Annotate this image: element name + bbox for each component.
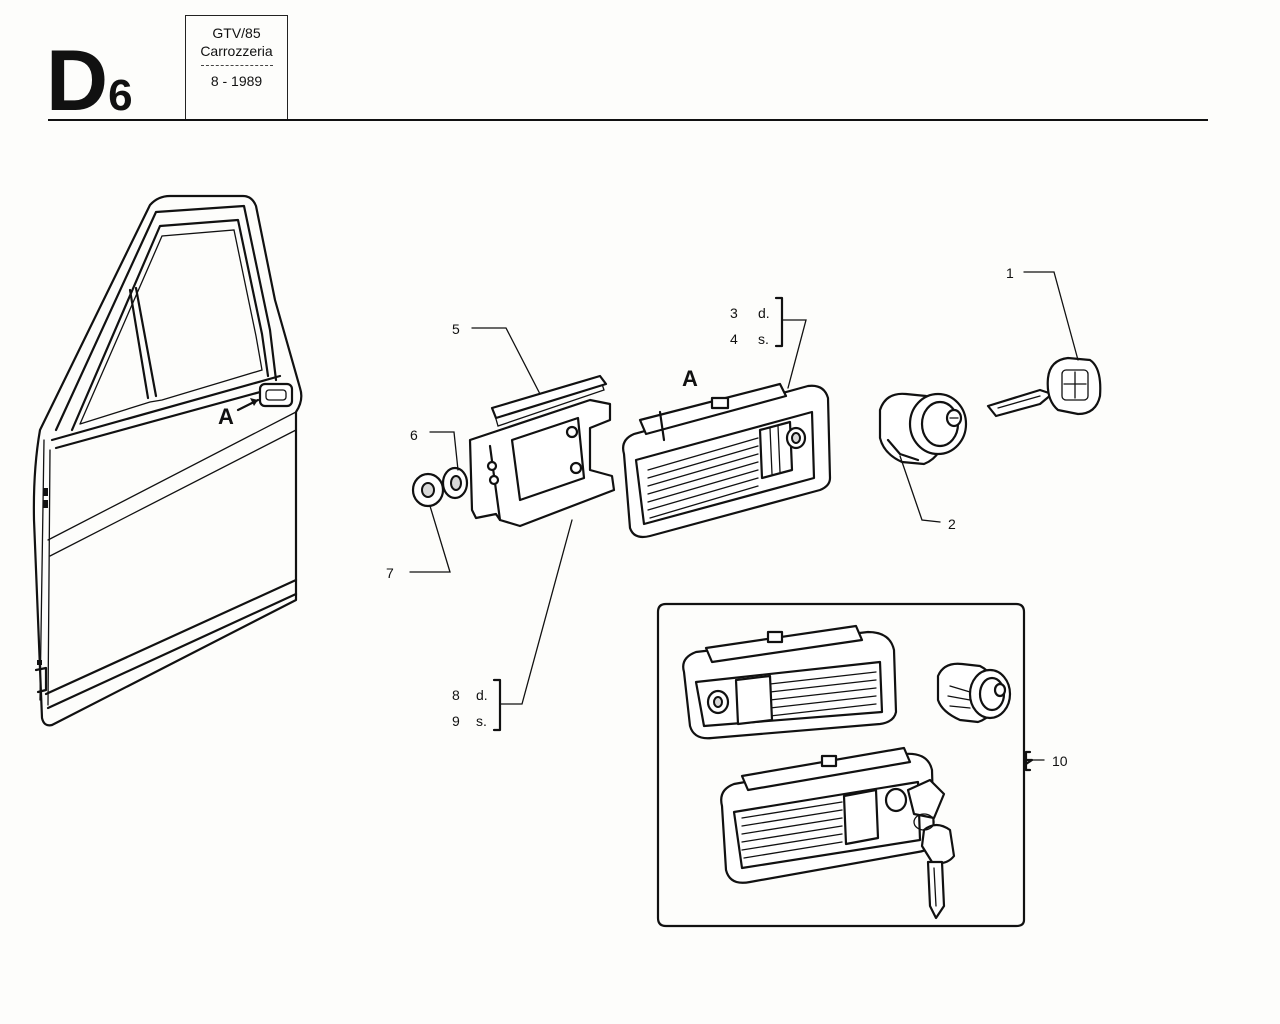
part-label-6: 6 bbox=[410, 427, 418, 443]
part-label-8: 8 bbox=[452, 687, 460, 703]
part-label-9: 9 bbox=[452, 713, 460, 729]
part-labels: 1 2 3 d. 4 s. 5 6 7 8 d. 9 s. 10 bbox=[386, 265, 1068, 769]
part-label-5: 5 bbox=[452, 321, 460, 337]
leader-lines bbox=[409, 271, 1079, 766]
model-name: GTV/85 bbox=[212, 25, 261, 41]
title-separator bbox=[200, 65, 273, 67]
part-label-2: 2 bbox=[948, 516, 956, 532]
kit-box bbox=[656, 602, 1032, 928]
edition-date: 8 - 1989 bbox=[210, 73, 263, 90]
key bbox=[986, 356, 1102, 418]
section-number: 6 bbox=[108, 71, 133, 120]
view-marker-door: A bbox=[218, 404, 234, 429]
part-label-4-side: s. bbox=[758, 331, 769, 347]
section-letter: D bbox=[46, 33, 108, 129]
part-label-1: 1 bbox=[1006, 265, 1014, 281]
part-label-9-side: s. bbox=[476, 713, 487, 729]
washer-7 bbox=[411, 472, 445, 508]
section-code: D6 bbox=[46, 38, 133, 124]
door-handle: A bbox=[622, 366, 832, 539]
group-name: Carrozzeria bbox=[200, 43, 273, 60]
gasket-5 bbox=[490, 374, 608, 420]
part-label-10: 10 bbox=[1052, 753, 1068, 769]
part-label-4: 4 bbox=[730, 331, 738, 347]
part-label-7: 7 bbox=[386, 565, 394, 581]
view-marker-handle: A bbox=[682, 366, 698, 391]
washer-6 bbox=[441, 466, 469, 500]
lock-cylinder bbox=[878, 392, 968, 466]
part-label-8-side: d. bbox=[476, 687, 488, 703]
title-box: GTV/85 Carrozzeria 8 - 1989 bbox=[185, 15, 288, 120]
door-illustration: A bbox=[32, 194, 303, 727]
handle-bracket bbox=[468, 377, 616, 528]
part-label-3: 3 bbox=[730, 305, 738, 321]
part-label-3-side: d. bbox=[758, 305, 770, 321]
header-rule bbox=[48, 119, 1208, 121]
